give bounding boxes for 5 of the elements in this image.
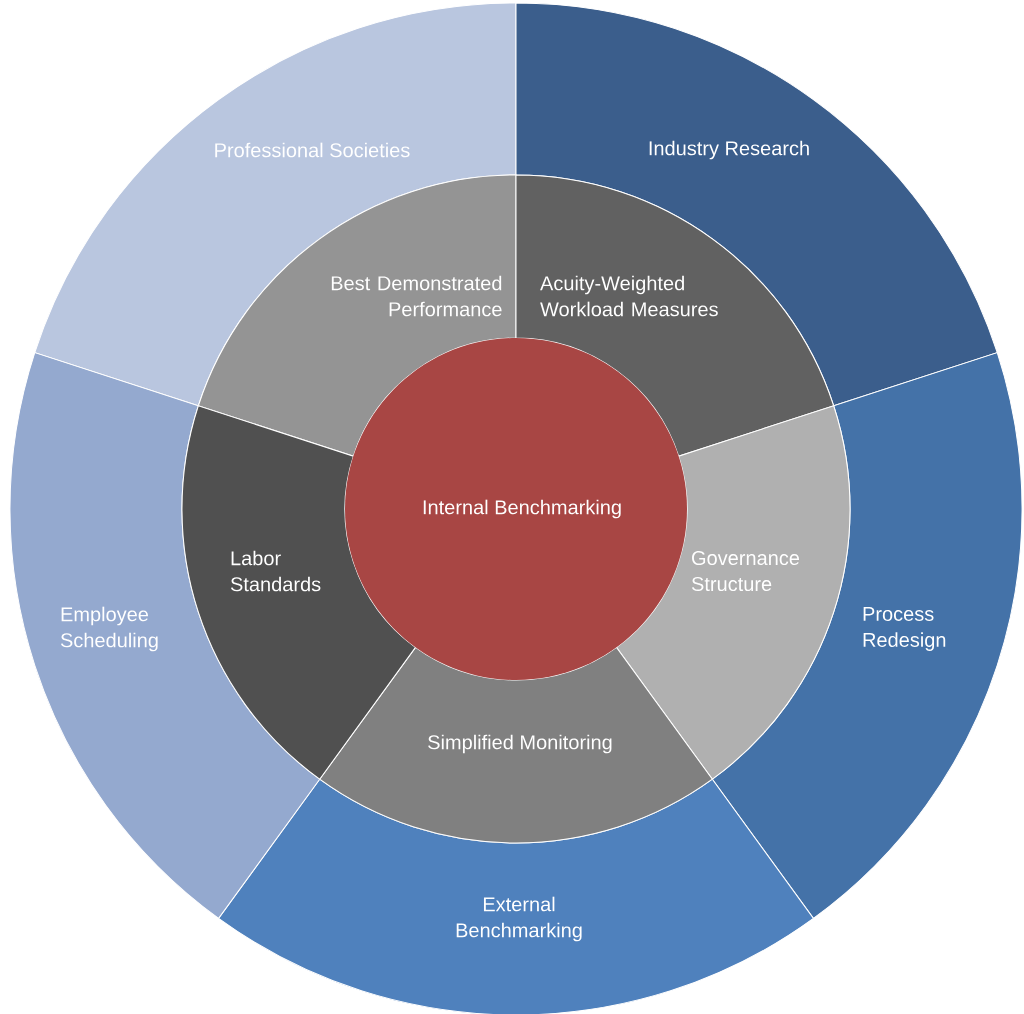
ring-segment: Simplified Monitoring <box>319 646 713 844</box>
ring-segment: Best Demonstrated Performance <box>197 174 517 457</box>
ring-segment: Labor Standards <box>181 405 416 780</box>
ring-segment: External Benchmarking <box>218 778 814 1014</box>
ring-segment: Acuity-Weighted Workload Measures <box>515 174 835 457</box>
